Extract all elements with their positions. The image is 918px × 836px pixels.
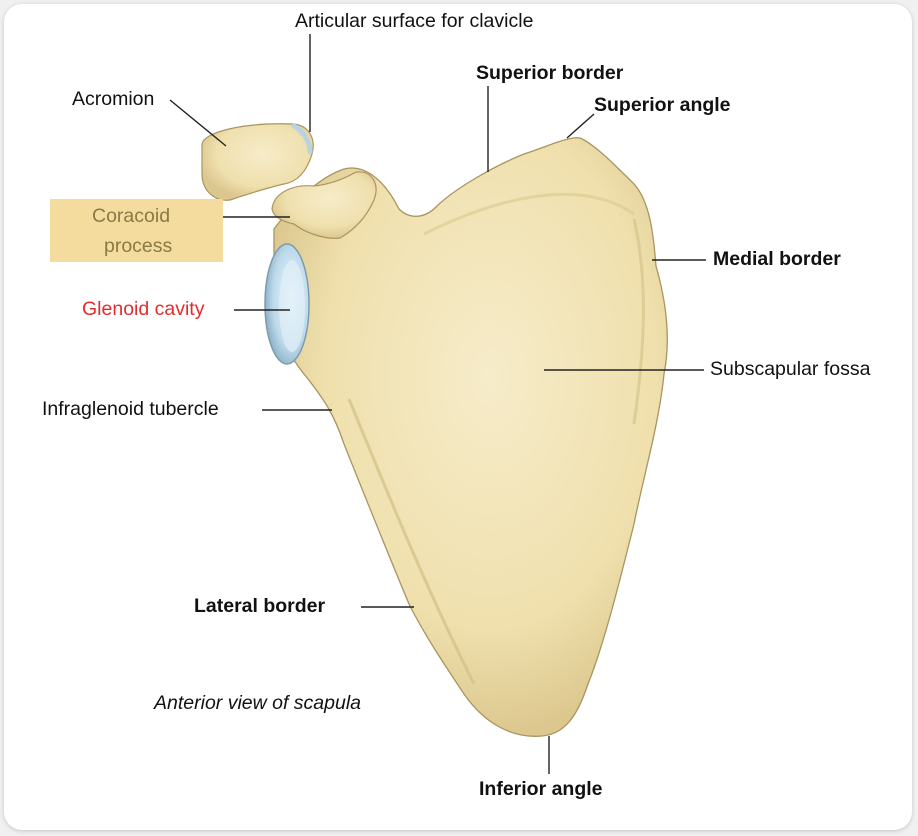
- figure-card: Articular surface for clavicle Superior …: [4, 4, 912, 830]
- label-superior-angle: Superior angle: [594, 94, 731, 116]
- label-glenoid-cavity: Glenoid cavity: [82, 298, 205, 320]
- label-inferior-angle: Inferior angle: [479, 778, 603, 800]
- label-infraglenoid-tubercle: Infraglenoid tubercle: [42, 398, 219, 420]
- figure-caption: Anterior view of scapula: [154, 692, 362, 714]
- label-articular-surface: Articular surface for clavicle: [295, 10, 534, 32]
- label-coracoid-line2: process: [104, 235, 173, 257]
- label-coracoid-line1: Coracoid: [92, 205, 171, 227]
- label-superior-border: Superior border: [476, 62, 624, 84]
- label-medial-border: Medial border: [713, 248, 841, 270]
- scapula-illustration: [169, 34, 706, 774]
- coracoid-highlight-box: [50, 199, 223, 262]
- label-acromion: Acromion: [72, 88, 155, 110]
- scapula-body-shape: [273, 137, 668, 737]
- leader-lines: [169, 34, 706, 774]
- acromion-shape: [201, 123, 314, 201]
- label-lateral-border: Lateral border: [194, 595, 326, 617]
- coracoid-shape: [271, 171, 377, 239]
- label-subscapular-fossa: Subscapular fossa: [710, 358, 871, 380]
